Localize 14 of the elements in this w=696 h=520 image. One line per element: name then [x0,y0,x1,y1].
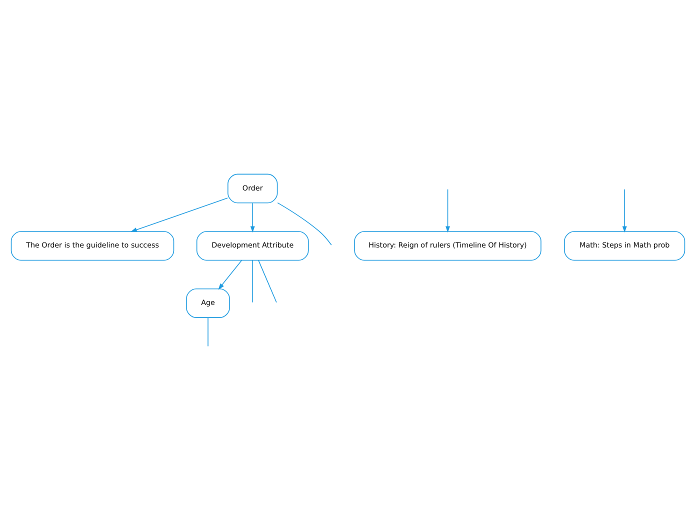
arrow [446,188,450,232]
arrow [218,260,242,290]
node-box: Development Attribute [196,230,309,260]
arrow [622,188,627,232]
node-box: Age [186,288,230,318]
arrow [250,202,255,232]
connector [258,260,277,302]
node-box: Math: Steps in Math prob [564,230,686,260]
node-box: The Order is the guideline to success [10,230,174,260]
node-box: Order [228,173,278,203]
connector [277,202,332,245]
node-box: History: Reign of rulers (Timeline Of History) [354,230,542,260]
arrow [130,197,228,232]
connector [252,260,254,302]
